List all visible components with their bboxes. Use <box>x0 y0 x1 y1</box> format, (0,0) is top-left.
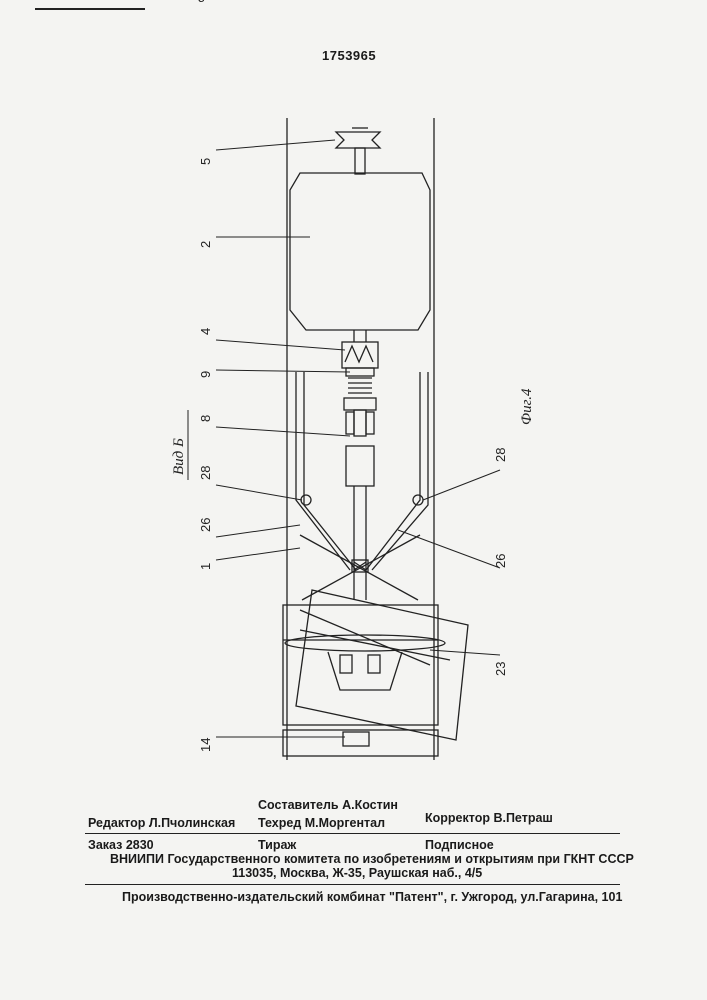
publisher: Производственно-издательский комбинат "П… <box>122 890 622 904</box>
org-name: ВНИИПИ Государственного комитета по изоб… <box>110 852 634 866</box>
shaft-sleeve <box>346 446 374 486</box>
leader-lines <box>216 140 500 737</box>
callout-8: 8 <box>198 415 213 422</box>
view-label: Вид Б <box>171 438 187 475</box>
callout-26-right: 26 <box>493 554 508 568</box>
callout-23: 23 <box>493 662 508 676</box>
pulley <box>336 128 380 174</box>
figure-caption: Фиг.4 <box>519 388 535 425</box>
lower-housing <box>283 590 468 740</box>
credits-block: Составитель А.Костин Редактор Л.Пчолинск… <box>0 798 707 838</box>
callout-26-left: 26 <box>198 518 213 532</box>
compiler: Составитель А.Костин <box>258 798 398 812</box>
callout-2: 2 <box>198 241 213 248</box>
motor-body <box>290 173 430 330</box>
org-address: 113035, Москва, Ж-35, Раушская наб., 4/5 <box>232 866 482 880</box>
coupling <box>342 342 378 368</box>
corrector: Корректор В.Петраш <box>425 811 553 825</box>
editor: Редактор Л.Пчолинская <box>88 816 235 830</box>
base <box>283 730 438 756</box>
callout-4: 4 <box>198 328 213 335</box>
callout-28-left: 28 <box>198 466 213 480</box>
callout-5: 5 <box>198 158 213 165</box>
order-number: Заказ 2830 <box>88 838 154 852</box>
technical-drawing: 5 2 4 9 8 28 26 1 28 26 23 14 Вид Б Фиг.… <box>0 0 707 800</box>
callout-28-right: 28 <box>493 448 508 462</box>
circulation: Тираж <box>258 838 296 852</box>
divider-1 <box>85 833 620 834</box>
callout-14: 14 <box>198 738 213 752</box>
spring <box>346 368 374 393</box>
callout-9: 9 <box>198 371 213 378</box>
subscription: Подписное <box>425 838 494 852</box>
divider-2 <box>85 884 620 885</box>
techred: Техред М.Моргентал <box>258 816 385 830</box>
callout-1: 1 <box>198 563 213 570</box>
bearing <box>344 398 376 436</box>
